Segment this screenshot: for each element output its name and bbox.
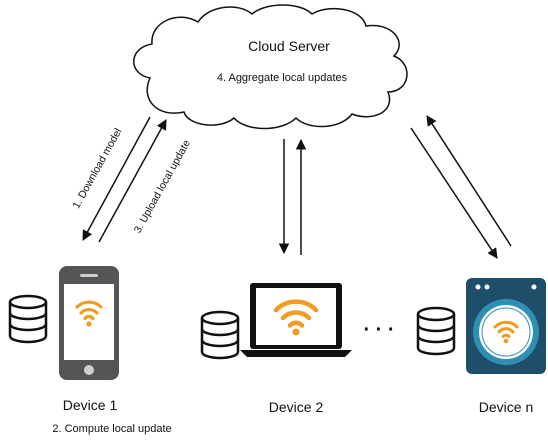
laptop-icon	[240, 283, 352, 357]
washing-machine-icon	[466, 278, 546, 374]
upload-arrow-device1	[98, 119, 167, 243]
database-icon-device1	[8, 294, 48, 344]
database-icon-devicen	[416, 306, 456, 356]
wifi-icon-device2	[273, 299, 319, 328]
upload-arrow-devicen	[426, 115, 512, 247]
upload-update-label: 3. Upload local update	[132, 138, 193, 235]
wifi-icon-devicen	[493, 320, 519, 338]
devicen-label: Device n	[479, 399, 533, 415]
cloud-title: Cloud Server	[248, 38, 330, 54]
download-model-label: 1. Download model	[70, 126, 124, 210]
more-devices-ellipsis: · · ·	[363, 319, 394, 341]
device2-label: Device 2	[269, 399, 324, 415]
compute-step-label: 2. Compute local update	[52, 423, 171, 435]
download-arrow-devicen	[410, 127, 498, 259]
download-arrow-device1	[82, 116, 151, 241]
database-icon-device2	[200, 310, 240, 360]
wifi-icon-device1	[75, 300, 103, 321]
cloud-shape	[133, 4, 408, 130]
aggregate-step-label: 4. Aggregate local updates	[217, 72, 348, 84]
smartphone-icon	[59, 266, 119, 380]
device1-label: Device 1	[63, 397, 118, 413]
